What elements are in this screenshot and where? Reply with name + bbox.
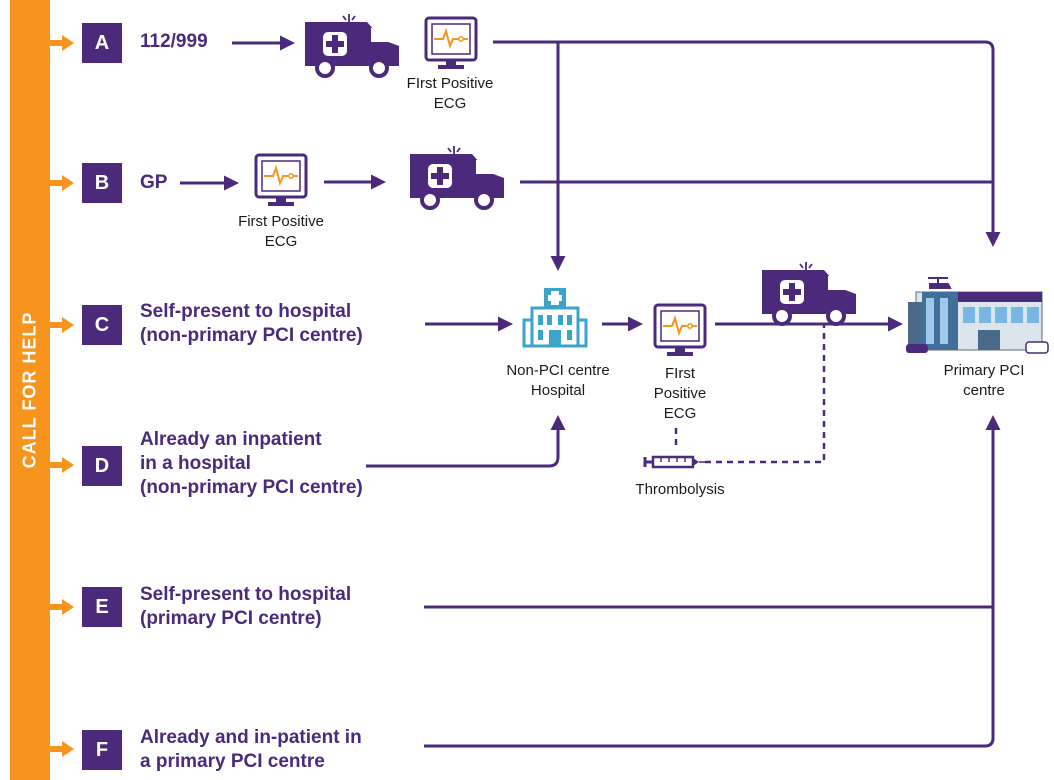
row-e-line: Self-present to hospital [140, 584, 352, 605]
badge-f: F [82, 730, 122, 770]
badge-d: D [82, 446, 122, 486]
row-e-line: (primary PCI centre) [140, 608, 322, 629]
caption-line: ECG [264, 233, 298, 250]
badge-b: B [82, 163, 122, 203]
caption-line: ECG [663, 405, 697, 422]
row-a-label: 112/999 [140, 30, 208, 54]
pci-centre-building-icon [906, 277, 1049, 354]
caption-line: Non-PCI centre [506, 362, 610, 379]
row-e-label: Self-present to hospital (primary PCI ce… [140, 583, 351, 631]
caption-line: Positive [653, 385, 707, 402]
caption-line: centre [963, 382, 1005, 399]
hospital-icon [522, 288, 588, 348]
row-d-line: (non-primary PCI centre) [140, 477, 363, 498]
ecg-monitor-icon-c [653, 303, 707, 358]
row-d-label: Already an inpatient in a hospital (non-… [140, 428, 363, 500]
ecg-monitor-icon-b [254, 153, 308, 208]
badge-e: E [82, 587, 122, 627]
non-pci-hospital-caption: Non-PCI centre Hospital [488, 361, 628, 401]
row-d-line: Already an inpatient [140, 429, 322, 450]
ambulance-icon-b [408, 144, 506, 210]
syringe-icon [643, 455, 705, 469]
ecg-a-caption: FIrst Positive ECG [385, 74, 515, 114]
caption-line: Primary PCI [943, 362, 1025, 379]
caption-line: Hospital [530, 382, 586, 399]
row-c-label: Self-present to hospital (non-primary PC… [140, 300, 363, 348]
primary-pci-caption: Primary PCI centre [914, 361, 1054, 401]
call-for-help-bar [10, 0, 50, 780]
caption-line: FIrst [665, 365, 695, 382]
row-d-line: in a hospital [140, 453, 251, 474]
caption-line: FIrst Positive [406, 75, 494, 92]
row-f-line: a primary PCI centre [140, 751, 325, 772]
ecg-monitor-icon-a [424, 16, 478, 71]
caption-line: Thrombolysis [635, 481, 725, 498]
ecg-b-caption: First Positive ECG [216, 212, 346, 252]
row-c-line: (non-primary PCI centre) [140, 325, 363, 346]
row-f-line: Already and in-patient in [140, 727, 362, 748]
ambulance-icon-c [760, 260, 858, 326]
ambulance-icon-a [303, 12, 401, 78]
badge-a: A [82, 23, 122, 63]
badge-c: C [82, 305, 122, 345]
thrombolysis-caption: Thrombolysis [610, 480, 750, 500]
row-f-label: Already and in-patient in a primary PCI … [140, 726, 362, 774]
row-a-line: 112/999 [140, 31, 208, 52]
caption-line: First Positive [238, 213, 324, 230]
row-b-label: GP [140, 171, 167, 195]
row-c-line: Self-present to hospital [140, 301, 352, 322]
ecg-c-caption: FIrst Positive ECG [630, 364, 730, 424]
row-b-line: GP [140, 172, 168, 193]
caption-line: ECG [433, 95, 467, 112]
